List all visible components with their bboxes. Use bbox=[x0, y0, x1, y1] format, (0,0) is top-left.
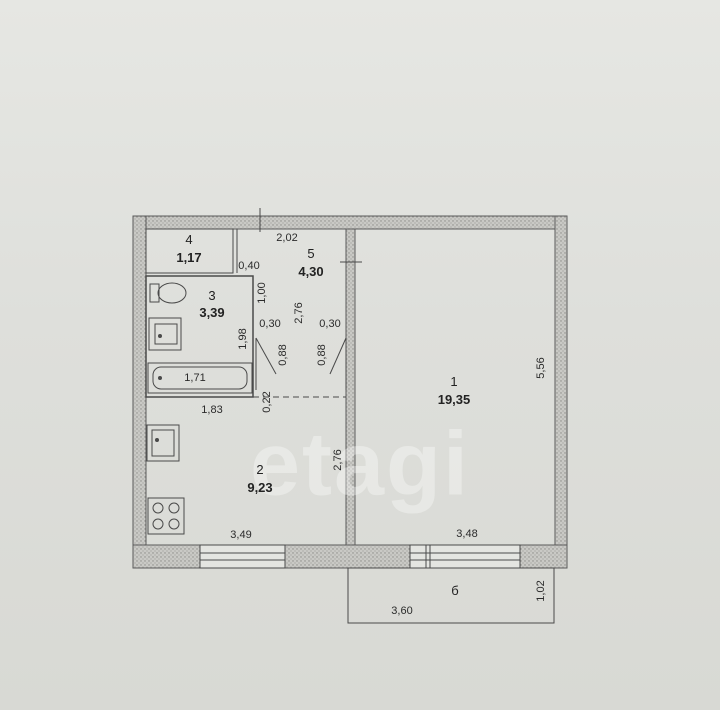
dim-1-71: 1,71 bbox=[184, 372, 206, 384]
dim-3-60: 3,60 bbox=[391, 605, 413, 617]
dim-1-02: 1,02 bbox=[535, 580, 547, 602]
bathtub-icon bbox=[147, 362, 253, 394]
dim-0-30-b: 0,30 bbox=[319, 318, 341, 330]
dim-3-48: 3,48 bbox=[456, 528, 478, 540]
room-1-area: 19,35 bbox=[437, 392, 471, 407]
room-3-area: 3,39 bbox=[199, 305, 225, 320]
room-4-number: 4 bbox=[185, 232, 193, 247]
dim-1-00: 1,00 bbox=[256, 282, 268, 304]
dim-2-76-mid: 2,76 bbox=[332, 449, 344, 471]
room-2-area: 9,23 bbox=[247, 480, 273, 495]
dim-2-02: 2,02 bbox=[276, 232, 298, 244]
room-5-number: 5 bbox=[307, 246, 315, 261]
dim-0-40: 0,40 bbox=[238, 260, 260, 272]
dim-2-76-top: 2,76 bbox=[293, 302, 305, 324]
room-3-number: 3 bbox=[208, 288, 216, 303]
dim-0-88-a: 0,88 bbox=[277, 344, 289, 366]
dim-1-83: 1,83 bbox=[201, 404, 223, 416]
balcony-outline bbox=[347, 567, 555, 624]
dim-5-56: 5,56 bbox=[535, 357, 547, 379]
bathroom-sink-icon bbox=[148, 317, 182, 351]
dim-1-98: 1,98 bbox=[237, 328, 249, 350]
stove-icon bbox=[147, 497, 185, 535]
dim-3-49: 3,49 bbox=[230, 529, 252, 541]
kitchen-sink-icon bbox=[146, 424, 180, 462]
dim-0-88-b: 0,88 bbox=[316, 344, 328, 366]
watermark-text: etagi bbox=[249, 414, 471, 515]
balcony-label: б bbox=[451, 583, 459, 598]
room-4-area: 1,17 bbox=[176, 250, 202, 265]
room-1-number: 1 bbox=[450, 374, 458, 389]
room-2-number: 2 bbox=[256, 462, 264, 477]
toilet-icon bbox=[149, 282, 187, 304]
dim-0-22: 0,22 bbox=[261, 391, 273, 413]
room-5-area: 4,30 bbox=[298, 264, 324, 279]
dim-0-30-a: 0,30 bbox=[259, 318, 281, 330]
